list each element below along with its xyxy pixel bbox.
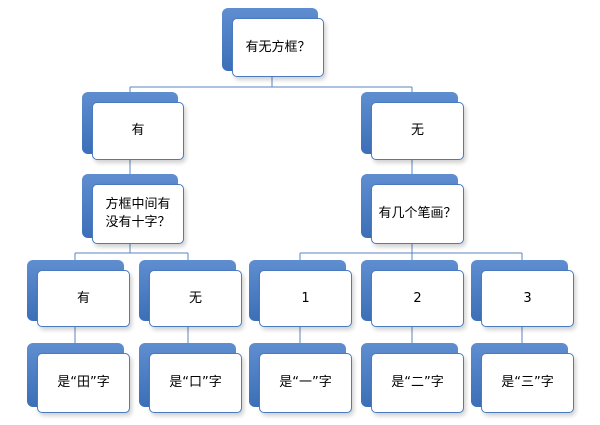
- node-answer-yi-label: 是“一”字: [279, 375, 332, 390]
- connector-strokes-branches: [299, 244, 523, 264]
- node-you-card: 有: [92, 102, 184, 160]
- node-question-cross: 方框中间有 没有十字？: [82, 174, 184, 244]
- node-cross-yes: 有: [27, 260, 130, 327]
- node-answer-kou: 是“口”字: [139, 343, 242, 413]
- node-root-label: 有无方框？: [245, 39, 311, 55]
- node-wu-card: 无: [371, 102, 464, 160]
- node-cross-yes-label: 有: [76, 290, 90, 306]
- node-answer-san-label: 是“三”字: [501, 375, 554, 390]
- node-answer-tian-label: 是“田”字: [57, 375, 110, 390]
- node-cross-no-card: 无: [149, 270, 242, 327]
- node-stroke-2-label: 2: [413, 290, 422, 306]
- node-answer-er-label: 是“二”字: [391, 375, 444, 390]
- node-stroke-2-card: 2: [371, 270, 464, 327]
- node-answer-tian: 是“田”字: [27, 343, 130, 413]
- node-answer-san-card: 是“三”字: [481, 353, 574, 413]
- node-stroke-3-card: 3: [481, 270, 574, 327]
- connector-cross-branches: [74, 244, 189, 264]
- node-wu-label: 无: [410, 123, 424, 138]
- node-answer-yi-card: 是“一”字: [259, 353, 352, 413]
- node-stroke-1: 1: [249, 260, 352, 327]
- node-stroke-3-label: 3: [523, 290, 532, 306]
- node-wu: 无: [361, 92, 464, 160]
- node-answer-yi: 是“一”字: [249, 343, 352, 413]
- node-root-card: 有无方框？: [232, 18, 324, 77]
- node-stroke-1-label: 1: [301, 290, 310, 306]
- node-answer-san: 是“三”字: [471, 343, 574, 413]
- node-question-strokes-card: 有几个笔画？: [371, 184, 464, 244]
- node-cross-no-label: 无: [188, 290, 202, 306]
- node-answer-kou-label: 是“口”字: [169, 375, 222, 390]
- node-you: 有: [82, 92, 184, 160]
- node-answer-er-card: 是“二”字: [371, 353, 464, 413]
- connector-root-branches: [129, 77, 413, 97]
- node-question-strokes-label: 有几个笔画？: [378, 206, 457, 221]
- node-stroke-3: 3: [471, 260, 574, 327]
- node-answer-er: 是“二”字: [361, 343, 464, 413]
- node-cross-yes-card: 有: [37, 270, 130, 327]
- node-answer-kou-card: 是“口”字: [149, 353, 242, 413]
- node-root: 有无方框？: [222, 8, 324, 77]
- node-stroke-2: 2: [361, 260, 464, 327]
- node-question-cross-card: 方框中间有 没有十字？: [92, 184, 184, 244]
- node-answer-tian-card: 是“田”字: [37, 353, 130, 413]
- node-stroke-1-card: 1: [259, 270, 352, 327]
- node-question-strokes: 有几个笔画？: [361, 174, 464, 244]
- node-cross-no: 无: [139, 260, 242, 327]
- node-you-label: 有: [131, 123, 145, 138]
- node-question-cross-label: 方框中间有 没有十字？: [105, 197, 171, 230]
